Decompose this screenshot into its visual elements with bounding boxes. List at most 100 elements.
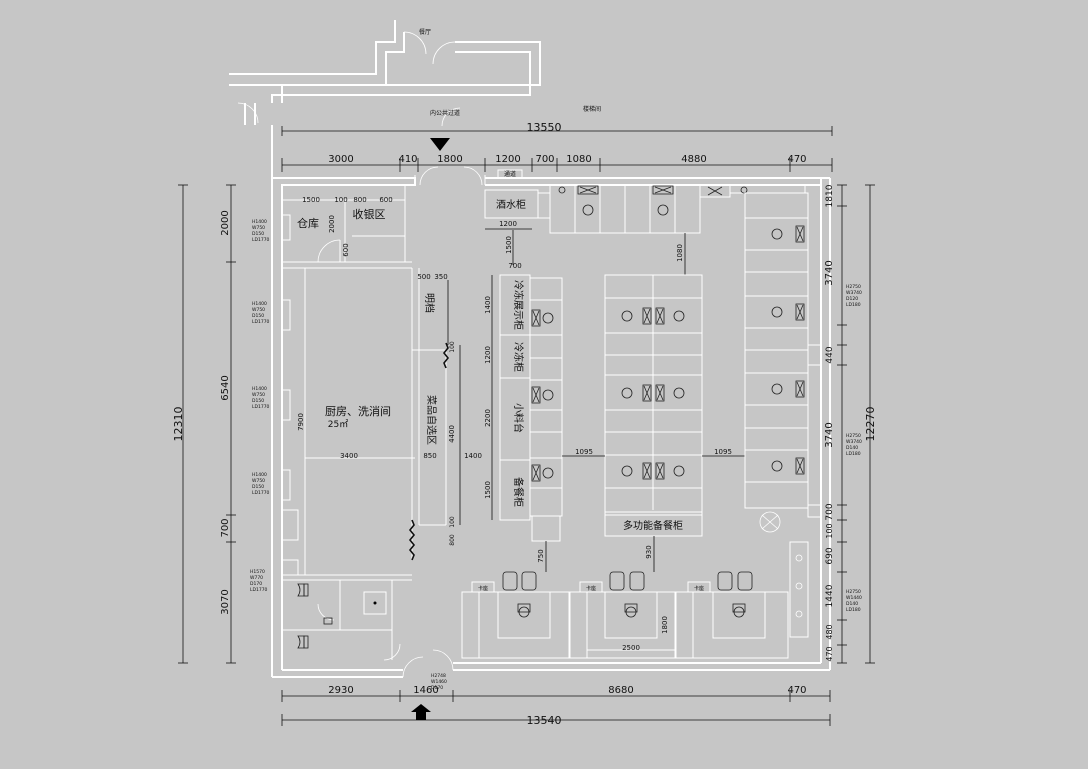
corridor-label: 内公共过道	[430, 109, 460, 117]
dim-750: 750	[537, 549, 545, 562]
food-counter-column	[499, 274, 563, 542]
dim-inner-top-1: 100	[334, 196, 347, 204]
svg-text:D120: D120	[846, 296, 858, 302]
dim-1200: 1200	[499, 220, 517, 228]
dim-800: 800	[449, 534, 456, 546]
entrance-arrow-top	[430, 138, 450, 151]
dim-top-total-text: 13550	[527, 121, 562, 134]
dim-930: 930	[645, 545, 653, 558]
svg-text:H1400: H1400	[252, 472, 267, 478]
stair-label: 楼梯间	[583, 105, 601, 113]
dim-col-2: 2200	[484, 409, 492, 427]
window-note-r1: H2750 W3740 D120 LD180	[846, 284, 862, 308]
entrance-arrow-bottom	[411, 704, 431, 720]
central-island	[604, 274, 703, 537]
dim-kitchen-h: 7900	[297, 413, 305, 431]
bright-stall-label: 明档	[423, 293, 436, 313]
svg-text:H1400: H1400	[252, 301, 267, 307]
svg-text:H2750: H2750	[846, 284, 861, 290]
dim-right	[837, 184, 875, 664]
svg-text:D140: D140	[846, 445, 858, 451]
multi-cabinet-label: 多功能备餐柜	[623, 519, 683, 532]
dim-1400: 1400	[464, 452, 482, 460]
svg-text:D170: D170	[431, 685, 443, 691]
dim-left-total: 12310	[172, 407, 185, 442]
dim-right-seg-1: 3740	[824, 260, 835, 285]
window-note-3: H1400 W750 D150 LD1770	[252, 386, 270, 410]
svg-text:H1570: H1570	[250, 569, 265, 575]
dim-2500: 2500	[622, 644, 640, 652]
dim-left-seg-3: 3070	[220, 589, 231, 614]
dim-right-seg-5: 100	[825, 523, 834, 538]
booth-tag-2: 卡座	[586, 585, 596, 592]
booth-tag-1: 卡座	[478, 585, 488, 592]
prep-cabinet-label: 备餐柜	[512, 477, 525, 507]
svg-text:LD1770: LD1770	[252, 237, 270, 243]
svg-text:LD1770: LD1770	[252, 490, 270, 496]
dim-left	[178, 184, 236, 664]
svg-text:W3740: W3740	[846, 290, 862, 296]
neighbor-outline	[229, 20, 541, 127]
chairs	[502, 571, 753, 613]
dim-left-seg-0: 2000	[220, 210, 231, 235]
svg-text:W750: W750	[252, 478, 265, 484]
top-shop-label: 餐厅	[419, 28, 431, 36]
dim-bottom-seg-3: 470	[787, 685, 806, 696]
dim-350: 350	[434, 273, 447, 281]
dim-850: 850	[423, 452, 436, 460]
window-note-4: H1400 W750 D150 LD1770	[252, 472, 270, 496]
svg-text:H2748: H2748	[431, 673, 446, 679]
svg-text:LD1770: LD1770	[252, 319, 270, 325]
dim-1095a: 1095	[575, 448, 593, 456]
dim-top-seg-1: 410	[398, 154, 417, 165]
restroom-area	[282, 580, 401, 661]
svg-text:D140: D140	[846, 601, 858, 607]
dim-bottom-seg-2: 8680	[608, 685, 633, 696]
dim-500: 500	[417, 273, 430, 281]
dim-col-0: 1400	[484, 296, 492, 314]
dim-col-3: 1500	[484, 481, 492, 499]
dim-inner-top-2: 800	[353, 196, 366, 204]
left-wall-notches	[282, 214, 299, 576]
dim-left-seg-1: 6540	[220, 375, 231, 400]
dim-inner-2000: 2000	[328, 215, 336, 233]
dim-right-seg-0: 1810	[825, 184, 835, 207]
dim-right-seg-3: 3740	[824, 422, 835, 447]
dim-right-seg-7: 1440	[825, 584, 835, 607]
dim-right-total: 12270	[864, 407, 877, 442]
window-note-b1: H2748 W1460 D170	[431, 673, 447, 691]
dim-col-1: 1200	[484, 346, 492, 364]
dim-top-seg-5: 1080	[566, 154, 591, 165]
dim-1500-inner: 1500	[505, 236, 513, 254]
svg-text:W750: W750	[252, 307, 265, 313]
dim-100a: 100	[449, 341, 456, 353]
dim-inner-top-0: 1500	[302, 196, 320, 204]
pass-label: 通道	[504, 170, 516, 178]
svg-text:W1460: W1460	[431, 679, 447, 685]
window-note-r3: H2750 W1440 D140 LD180	[846, 589, 862, 613]
dim-inner-600: 600	[342, 243, 350, 256]
dim-top-seg-3: 1200	[495, 154, 520, 165]
dim-1800-inner: 1800	[661, 616, 669, 634]
booth-tag-3: 卡座	[694, 585, 704, 592]
dim-bottom-seg-0: 2930	[328, 685, 353, 696]
svg-text:D170: D170	[250, 581, 262, 587]
storage-cashier-area	[282, 185, 412, 269]
window-note-5: H1570 W770 D170 LD1770	[250, 569, 268, 593]
dim-right-seg-2: 440	[825, 346, 835, 363]
svg-text:W750: W750	[252, 392, 265, 398]
dim-bottom	[281, 690, 831, 726]
dim-1080-inner: 1080	[676, 244, 684, 262]
dim-top-seg-2: 1800	[437, 154, 462, 165]
wine-cabinet-label: 酒水柜	[496, 198, 526, 211]
svg-text:H1400: H1400	[252, 219, 267, 225]
dim-700-inner: 700	[508, 262, 521, 270]
condiment-label: 小料台	[512, 403, 525, 433]
dim-kitchen-w: 3400	[340, 452, 358, 460]
dim-inner-top-3: 600	[379, 196, 392, 204]
svg-text:LD180: LD180	[846, 302, 861, 308]
dim-right-seg-6: 690	[825, 547, 835, 564]
svg-text:W3740: W3740	[846, 439, 862, 445]
dim-top-segments	[281, 158, 833, 172]
